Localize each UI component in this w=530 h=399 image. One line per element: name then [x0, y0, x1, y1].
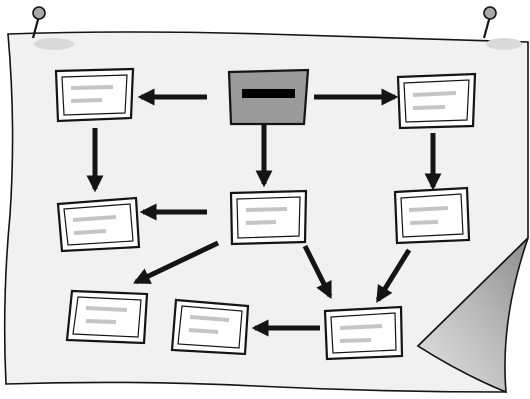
node-bottom-right: [323, 305, 404, 361]
arrow-mid-center-to-bottom-right: [302, 244, 333, 300]
node-bottom-middle: [170, 298, 250, 356]
node-mid-right: [393, 186, 471, 245]
node-mid-left: [56, 196, 141, 253]
node-bottom-left: [65, 289, 149, 345]
node-mid-center: [229, 189, 308, 246]
node-top-right: [396, 72, 477, 130]
pushpin-icon: [482, 6, 522, 50]
node-root: [227, 68, 310, 126]
flow-arrows: [86, 88, 442, 337]
page-curl-icon: [416, 237, 529, 394]
arrow-mid-right-to-bottom-right: [375, 248, 412, 303]
arrow-mid-center-to-bottom-left: [132, 240, 220, 285]
pushpin-icon: [31, 6, 74, 50]
node-top-left: [54, 67, 135, 123]
